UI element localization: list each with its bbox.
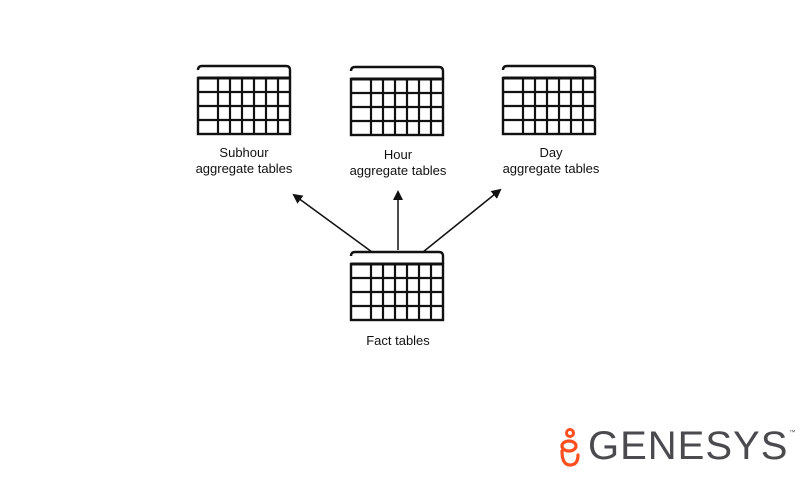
subhour-table-icon [196,64,292,136]
fact-table-icon [349,250,445,322]
day-label-line2: aggregate tables [502,161,600,176]
hour-label-line2: aggregate tables [349,163,447,178]
day-label-line1: Day [539,145,563,160]
hour-label: Hour aggregate tables [308,147,488,179]
day-table-icon [501,64,597,136]
fact-label: Fact tables [308,333,488,349]
edge-fact-to-day [422,188,502,253]
trademark-symbol: ™ [789,430,796,436]
subhour-label: Subhour aggregate tables [154,145,334,177]
genesys-logo-wordmark: GENESYS [588,424,789,468]
genesys-logo: GENESYS ™ [558,424,795,468]
subhour-label-line1: Subhour [219,145,269,160]
genesys-logo-icon [560,428,580,467]
day-label: Day aggregate tables [461,145,641,177]
fact-label-line1: Fact tables [366,333,430,348]
hour-label-line1: Hour [383,147,413,162]
edge-fact-to-subhour [292,193,373,253]
hour-table-icon [349,65,445,137]
subhour-label-line2: aggregate tables [195,161,293,176]
